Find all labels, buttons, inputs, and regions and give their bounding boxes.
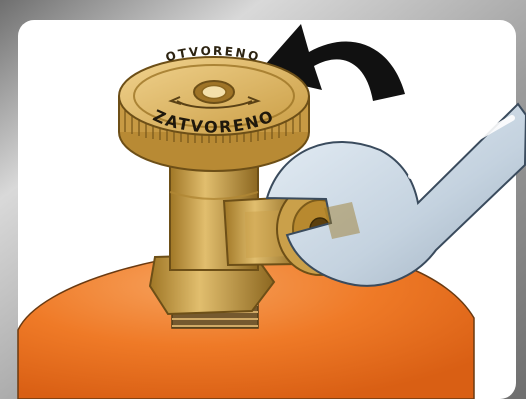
valve-knob <box>119 57 309 171</box>
